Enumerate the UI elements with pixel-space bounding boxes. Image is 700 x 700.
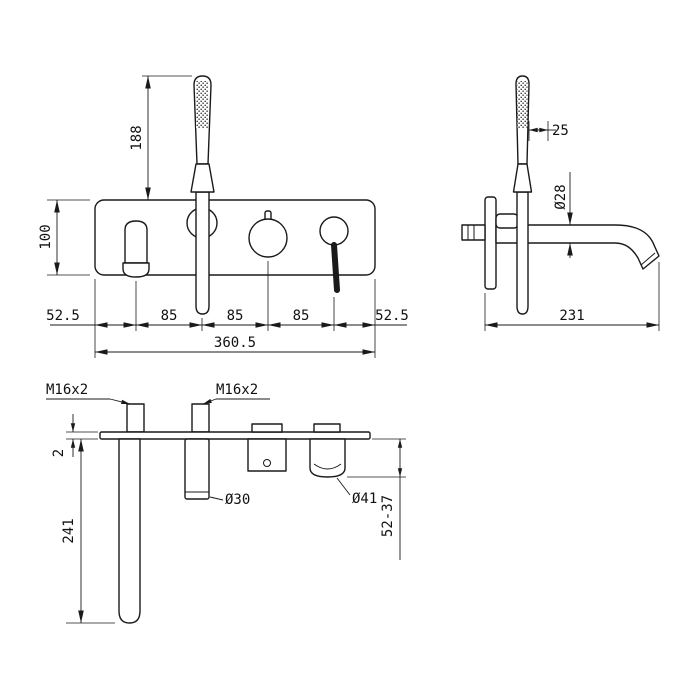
diverter-body-top	[251, 423, 283, 433]
leader-line	[336, 477, 351, 496]
dim-offset-right: 52.5	[375, 308, 409, 324]
mixer-detail-arc	[313, 463, 342, 470]
spout-front	[124, 220, 148, 264]
hand-shower-spray-face-side	[517, 81, 528, 128]
threaded-fitting-2	[191, 403, 210, 433]
spout-aerator-edge	[640, 252, 656, 266]
spout-side	[495, 224, 660, 270]
hand-shower-hose-side	[516, 191, 529, 315]
label-thread-2: M16x2	[216, 382, 258, 398]
wall-plate-side	[484, 196, 497, 290]
mixer-body	[309, 438, 346, 478]
dim-spacing-2: 85	[227, 308, 244, 324]
mixer-lever	[331, 242, 340, 293]
side-view: 25 Ø28 231	[461, 75, 660, 331]
leader-line	[209, 496, 224, 501]
dim-spacing-3: 85	[293, 308, 310, 324]
spout-supply-tube	[118, 438, 141, 624]
hand-shower-cone-side	[512, 163, 533, 193]
mixer-body-top	[313, 423, 341, 433]
spout-aerator	[122, 262, 150, 278]
dim-spout-diameter: Ø28	[553, 184, 569, 209]
shower-holder-side	[495, 213, 519, 229]
plan-view: M16x2 M16x2 2 241 Ø30 Ø41 52-37	[46, 382, 406, 624]
diverter-knob	[248, 218, 288, 258]
dim-offset-left: 52.5	[46, 308, 80, 324]
dim-plate-height: 100	[38, 224, 54, 249]
hand-shower-cone	[190, 163, 215, 193]
front-view: 100 188 52.5 85 85 85 52.5 360.5	[38, 75, 409, 358]
dim-tube-length: 241	[61, 518, 77, 543]
dim-handshower-offset: 25	[552, 123, 569, 139]
leader-line	[109, 398, 131, 405]
threaded-fitting-1	[126, 403, 145, 433]
mixer-knob	[319, 216, 349, 246]
dim-body-diameter: Ø41	[352, 491, 377, 507]
dim-plate-thickness: 2	[51, 449, 67, 457]
diverter-detail-hole	[263, 459, 271, 467]
hand-shower-hose	[195, 191, 210, 315]
dim-depth-range: 52-37	[380, 495, 396, 537]
wall-plate	[94, 199, 376, 276]
hand-shower-spray-face	[196, 81, 209, 128]
mounting-plate-plan	[99, 431, 371, 440]
dim-cartridge-diameter: Ø30	[225, 492, 250, 508]
dim-spacing-1: 85	[161, 308, 178, 324]
dim-handshower-height: 188	[129, 125, 145, 150]
dim-spout-reach: 231	[559, 308, 584, 324]
diverter-body	[247, 438, 287, 472]
leader-line	[202, 398, 217, 405]
cartridge-body	[184, 438, 210, 500]
dim-total-width: 360.5	[214, 335, 256, 351]
label-thread-1: M16x2	[46, 382, 88, 398]
